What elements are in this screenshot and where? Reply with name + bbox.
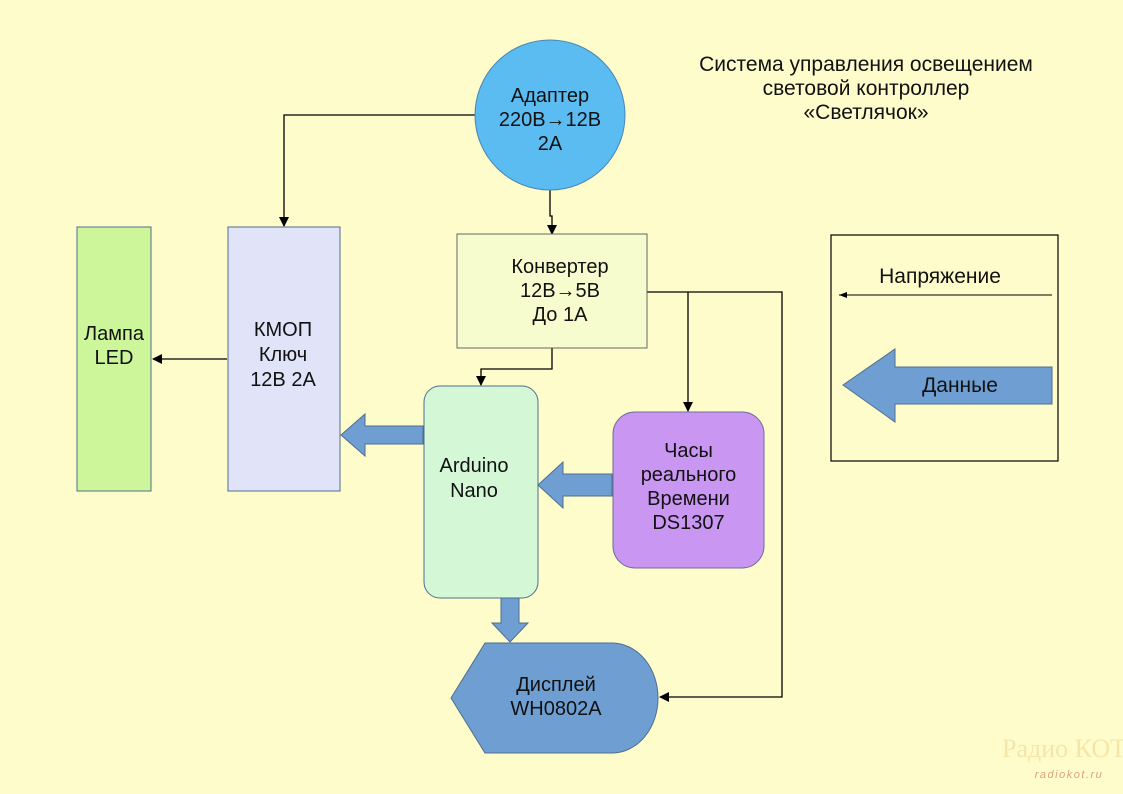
cmos-name: КМОП bbox=[253, 319, 313, 341]
rtc-line-3: Времени bbox=[647, 488, 730, 510]
display-model: WH0802A bbox=[510, 698, 602, 720]
lamp-label: Лампа LED bbox=[74, 322, 154, 370]
line-adapter-to-converter bbox=[547, 190, 557, 235]
legend-voltage-label: Напряжение bbox=[879, 265, 1001, 288]
converter-name: Конвертер bbox=[511, 256, 609, 278]
title-line-2: световой контроллер bbox=[762, 77, 970, 100]
line-converter-to-arduino bbox=[476, 348, 553, 386]
arduino-model: Nano bbox=[450, 480, 498, 502]
converter-current: До 1А bbox=[532, 304, 588, 326]
cmos-type: Ключ bbox=[258, 344, 308, 366]
data-arrow-arduino-to-display bbox=[490, 597, 530, 643]
line-adapter-to-cmos bbox=[279, 114, 477, 227]
data-arrow-arduino-to-cmos bbox=[340, 412, 424, 458]
cmos-switch-block bbox=[227, 226, 341, 492]
line-converter-bus bbox=[647, 291, 783, 702]
adapter-current: 2А bbox=[537, 133, 563, 155]
arduino-label: Arduino Nano bbox=[419, 454, 529, 504]
legend-data-label: Данные bbox=[922, 374, 998, 397]
lamp-block bbox=[76, 226, 152, 492]
cmos-switch-label: КМОП Ключ 12В 2А bbox=[228, 318, 338, 393]
title-line-1: Система управления освещением bbox=[699, 53, 1033, 76]
rtc-line-1: Часы bbox=[664, 440, 713, 462]
adapter-label: Адаптер 220В→12В 2А bbox=[475, 84, 625, 156]
title-line-3: «Светлячок» bbox=[803, 101, 929, 124]
converter-block bbox=[456, 233, 648, 349]
display-label: Дисплей WH0802A bbox=[481, 673, 631, 721]
rtc-label: Часы реального Времени DS1307 bbox=[613, 439, 764, 535]
watermark-url: radiokot.ru bbox=[1035, 769, 1103, 781]
lamp-name: Лампа bbox=[84, 323, 144, 345]
display-name: Дисплей bbox=[516, 674, 596, 696]
lamp-type: LED bbox=[94, 347, 134, 369]
rtc-model: DS1307 bbox=[652, 512, 725, 534]
watermark-brand: Радио КОТ bbox=[1002, 734, 1123, 763]
rtc-block bbox=[612, 411, 765, 569]
display-block bbox=[450, 642, 659, 754]
rtc-line-2: реального bbox=[640, 464, 737, 486]
diagram-title: Система управления освещением световой к… bbox=[660, 53, 1072, 125]
converter-voltage: 12В→5В bbox=[519, 280, 601, 302]
arduino-block bbox=[423, 385, 539, 599]
adapter-voltage: 220В→12В bbox=[498, 109, 602, 131]
data-arrow-rtc-to-arduino bbox=[537, 460, 613, 510]
cmos-rating: 12В 2А bbox=[250, 369, 316, 391]
legend-data-arrow bbox=[842, 348, 1053, 423]
legend-box bbox=[830, 234, 1059, 462]
adapter-name: Адаптер bbox=[510, 85, 590, 107]
adapter-block bbox=[474, 39, 626, 191]
converter-label: Конвертер 12В→5В До 1А bbox=[485, 255, 635, 327]
arduino-name: Arduino bbox=[439, 455, 509, 477]
